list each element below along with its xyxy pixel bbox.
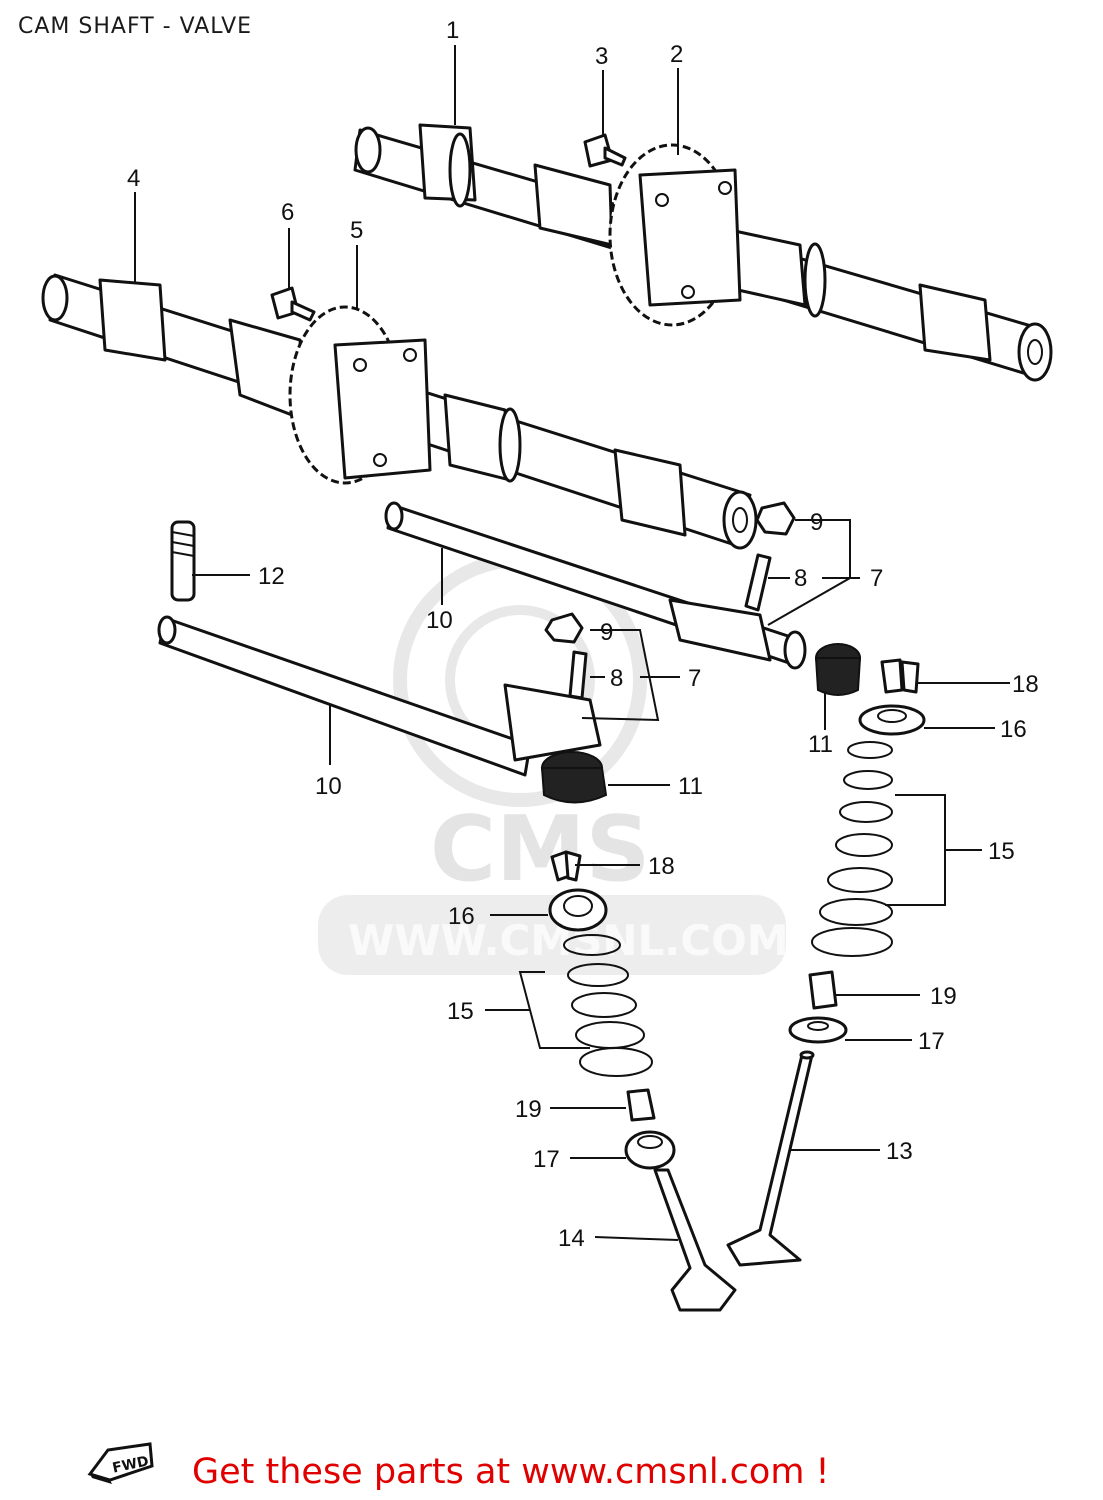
valve-lifter-upper bbox=[814, 643, 862, 696]
callout-9-upper: 9 bbox=[810, 509, 823, 536]
callout-12: 12 bbox=[258, 563, 285, 590]
callout-11-lower: 11 bbox=[678, 773, 703, 800]
callout-11-upper: 11 bbox=[808, 731, 833, 758]
callouts: 1 2 3 4 5 6 9 8 7 12 10 9 8 7 18 16 11 1… bbox=[127, 17, 1039, 1252]
callout-19-right: 19 bbox=[930, 983, 957, 1010]
callout-13: 13 bbox=[886, 1138, 913, 1165]
callout-17-right: 17 bbox=[918, 1028, 945, 1055]
diagram-title: CAM SHAFT - VALVE bbox=[18, 14, 253, 39]
spring-retainer-left bbox=[548, 888, 608, 932]
callout-7-upper: 7 bbox=[870, 565, 883, 592]
sprocket-bolt-upper bbox=[583, 133, 627, 168]
cam-sprocket-upper bbox=[608, 143, 742, 327]
callout-7-lower: 7 bbox=[688, 665, 701, 692]
callout-10-upper: 10 bbox=[426, 607, 453, 634]
spring-seat-right bbox=[788, 1016, 848, 1044]
callout-4: 4 bbox=[127, 165, 140, 192]
callout-8-lower: 8 bbox=[610, 665, 623, 692]
callout-6: 6 bbox=[281, 199, 294, 226]
spring-seat-left bbox=[624, 1130, 676, 1170]
adjuster-nut-lower bbox=[544, 612, 584, 644]
rocker-shaft-upper bbox=[384, 501, 807, 670]
footer-link[interactable]: Get these parts at www.cmsnl.com ! bbox=[192, 1452, 830, 1492]
fwd-label: FWD bbox=[111, 1453, 150, 1476]
fwd-arrow-icon: FWD bbox=[87, 1442, 154, 1484]
rocker-shaft-lower bbox=[157, 615, 602, 777]
valve-spring-left bbox=[563, 934, 653, 1077]
adjuster-screw-lower bbox=[568, 650, 588, 700]
valve-stem-seal-left bbox=[626, 1088, 656, 1122]
watermark: CMS WWW.CMSNL.COM bbox=[318, 553, 789, 975]
callout-3: 3 bbox=[595, 43, 608, 70]
valve-lifter-lower bbox=[540, 751, 608, 804]
callout-2: 2 bbox=[670, 41, 683, 68]
valve-cotter-right bbox=[880, 658, 920, 694]
callout-16-left: 16 bbox=[448, 903, 475, 930]
adjuster-screw-upper bbox=[744, 553, 772, 612]
callout-17-left: 17 bbox=[533, 1146, 560, 1173]
leader-lines bbox=[134, 45, 1010, 1241]
callout-8-upper: 8 bbox=[794, 565, 807, 592]
callout-14: 14 bbox=[558, 1225, 585, 1252]
callout-18-right: 18 bbox=[1012, 671, 1039, 698]
adjuster-nut-upper bbox=[755, 501, 796, 536]
watermark-logo: CMS bbox=[430, 797, 650, 902]
callout-9-lower: 9 bbox=[600, 619, 613, 646]
callout-15-left: 15 bbox=[447, 998, 474, 1025]
callout-19-left: 19 bbox=[515, 1096, 542, 1123]
valve-stem-seal-right bbox=[808, 970, 838, 1010]
intake-valve bbox=[653, 1168, 737, 1312]
cam-sprocket-lower bbox=[288, 305, 432, 485]
valve-spring-right bbox=[811, 741, 893, 957]
callout-1: 1 bbox=[446, 17, 459, 44]
callout-10-lower: 10 bbox=[315, 773, 342, 800]
callout-15-right: 15 bbox=[988, 838, 1015, 865]
callout-5: 5 bbox=[350, 217, 363, 244]
stud-bolt bbox=[170, 520, 196, 602]
valve-cotter-left bbox=[550, 850, 582, 882]
parts-diagram: CMS WWW.CMSNL.COM bbox=[41, 17, 1053, 1312]
callout-16-right: 16 bbox=[1000, 716, 1027, 743]
callout-18-left: 18 bbox=[648, 853, 675, 880]
exhaust-valve bbox=[726, 1050, 815, 1267]
sprocket-bolt-lower bbox=[270, 286, 316, 322]
spring-retainer-right bbox=[858, 704, 926, 736]
